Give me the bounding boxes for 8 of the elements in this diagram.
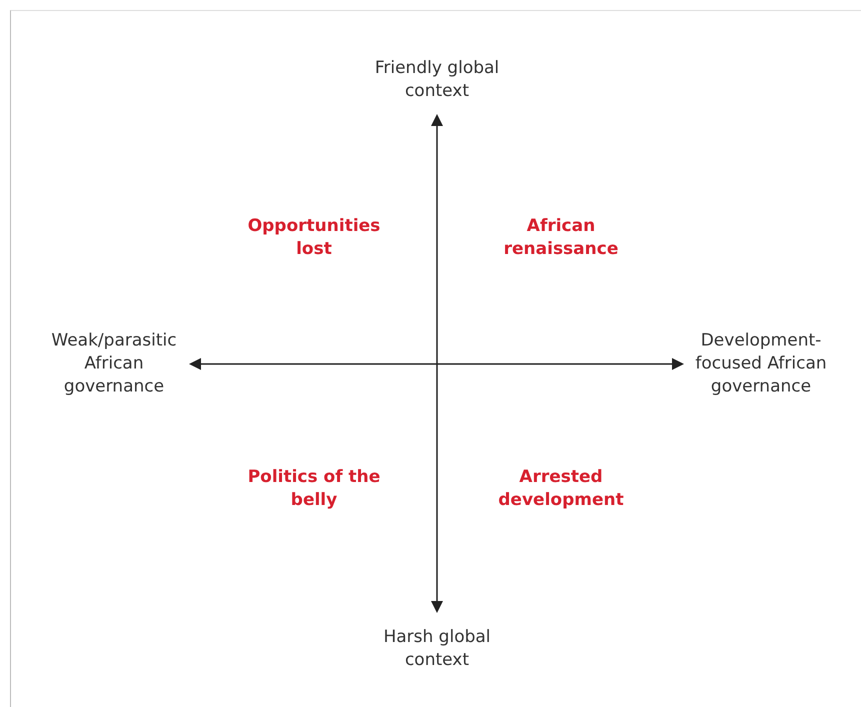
quadrant-label: Arrested development (497, 466, 625, 512)
axis-label: Friendly global context (374, 57, 500, 103)
quadrant-label: African renaissance (502, 215, 620, 261)
axis-label: Weak/parasitic African governance (50, 330, 178, 398)
quadrant-label: Politics of the belly (246, 466, 382, 512)
quadrant-label: Opportunities lost (246, 215, 382, 261)
axis-label: Harsh global context (382, 626, 492, 672)
axis-label: Development-focused African governance (694, 330, 828, 398)
